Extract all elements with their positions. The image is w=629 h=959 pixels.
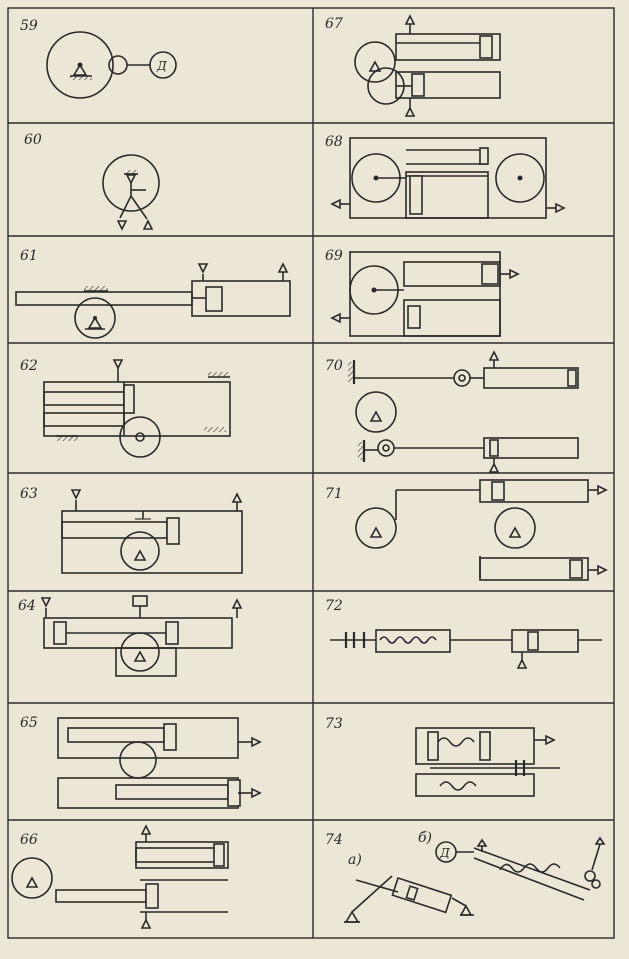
scheme-61: 61: [15, 248, 291, 339]
sublabel-b: б): [418, 830, 432, 846]
scheme-72: 72: [325, 598, 602, 669]
figure-number-65: 65: [20, 715, 38, 731]
sublabel-a: а): [348, 852, 362, 868]
figure-number-63: 63: [20, 486, 38, 502]
figure-number-60: 60: [24, 132, 42, 148]
figure-number-66: 66: [20, 832, 38, 848]
motor-label: Д: [156, 59, 167, 73]
scheme-66: 66: [11, 824, 229, 929]
figure-number-72: 72: [325, 598, 343, 614]
scheme-65: 65: [20, 715, 262, 809]
figure-number-62: 62: [20, 358, 38, 374]
scheme-74: 74 а) б) Д: [325, 830, 606, 923]
figure-number-74: 74: [325, 832, 343, 848]
figure-number-68: 68: [325, 134, 343, 150]
grid-frame: [7, 7, 615, 939]
scheme-69: 69: [325, 248, 520, 337]
figure-number-64: 64: [18, 598, 36, 614]
scheme-59: 59 Д: [20, 18, 177, 99]
motor-59: [149, 51, 177, 79]
motor-label-74: Д: [439, 846, 450, 860]
scheme-70: 70: [325, 350, 579, 473]
figure-number-67: 67: [325, 16, 343, 32]
scheme-73: 73: [325, 716, 560, 797]
figure-number-73: 73: [325, 716, 343, 732]
scheme-63: 63: [20, 486, 243, 574]
figure-number-61: 61: [20, 248, 38, 264]
scheme-60: 60: [24, 132, 160, 231]
scheme-71: 71: [325, 479, 608, 581]
scheme-67: 67: [325, 14, 501, 117]
scheme-62: 62: [20, 358, 231, 458]
figure-number-70: 70: [325, 358, 343, 374]
scheme-68: 68: [325, 134, 566, 219]
figure-number-59: 59: [20, 18, 38, 34]
figure-number-71: 71: [325, 486, 343, 502]
figure-number-69: 69: [325, 248, 343, 264]
scheme-64: 64: [18, 595, 243, 677]
